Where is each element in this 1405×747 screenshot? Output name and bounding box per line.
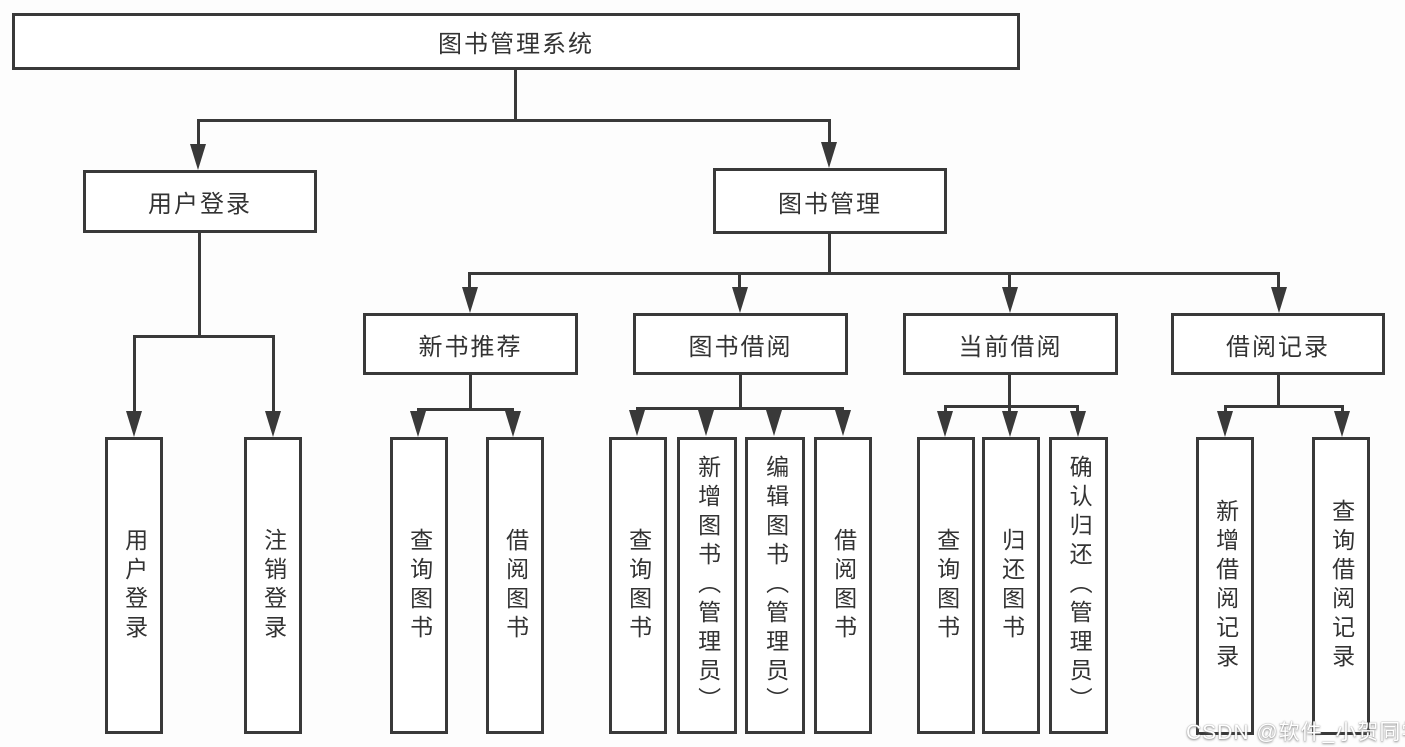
edge-level2-arrowhead xyxy=(1271,287,1287,313)
edge-leaf-arrowhead xyxy=(265,411,281,437)
leaf-borrow-book-recommend: 借阅图书 xyxy=(486,437,544,734)
leaf-logout: 注销登录 xyxy=(244,437,302,734)
edge-recommend-bar xyxy=(417,408,514,411)
node-current-borrow: 当前借阅 xyxy=(903,313,1118,375)
edge-leaf-stem xyxy=(1076,405,1079,413)
edge-current-down xyxy=(1008,375,1011,407)
edge-leaf-arrowhead xyxy=(410,411,426,437)
edge-level2-arrowhead xyxy=(732,287,748,313)
edge-level2-stem xyxy=(738,272,741,289)
leaf-label: 新增图书（管理员） xyxy=(694,455,721,716)
edge-leaf-arrowhead xyxy=(1334,411,1350,437)
leaf-label: 确认归还（管理员） xyxy=(1066,455,1093,716)
leaf-user-login: 用户登录 xyxy=(105,437,163,734)
leaf-label: 新增借阅记录 xyxy=(1212,499,1239,673)
edge-leaf-arrowhead xyxy=(126,411,142,437)
node-borrow-record: 借阅记录 xyxy=(1171,313,1385,375)
leaf-label: 查询图书 xyxy=(933,527,960,644)
edge-user-login-down xyxy=(198,233,201,337)
edge-level2-arrowhead xyxy=(462,287,478,313)
leaf-query-borrow-record: 查询借阅记录 xyxy=(1312,437,1370,735)
edge-leaf-arrowhead xyxy=(766,410,782,436)
edge-leaf-arrowhead xyxy=(937,411,953,437)
edge-level2-stem xyxy=(1277,272,1280,289)
edge-leaf-stem xyxy=(1224,405,1227,413)
leaf-label: 查询图书 xyxy=(625,527,652,644)
edge-record-down xyxy=(1277,375,1280,407)
edge-leaf-arrowhead xyxy=(505,411,521,437)
edge-borrow-down xyxy=(739,375,742,409)
edge-user-login-arrowhead xyxy=(190,144,206,170)
edge-book-mgmt-bar xyxy=(468,272,1280,275)
edge-leaf-arrowhead xyxy=(1002,411,1018,437)
edge-level2-stem xyxy=(468,272,471,289)
leaf-confirm-return-admin: 确认归还（管理员） xyxy=(1049,437,1108,734)
edge-level2-arrowhead xyxy=(1002,287,1018,313)
edge-leaf-arrowhead xyxy=(835,410,851,436)
leaf-label: 注销登录 xyxy=(260,527,287,644)
leaf-add-book-admin: 新增图书（管理员） xyxy=(677,437,737,734)
leaf-query-book-current: 查询图书 xyxy=(917,437,975,734)
edge-level2-stem xyxy=(1008,272,1011,289)
node-user-login: 用户登录 xyxy=(83,170,317,233)
edge-book-mgmt-stem xyxy=(828,119,831,145)
leaf-query-book-recommend: 查询图书 xyxy=(390,437,448,734)
edge-current-bar xyxy=(944,405,1079,408)
leaf-add-borrow-record: 新增借阅记录 xyxy=(1196,437,1254,735)
node-new-book-recommend: 新书推荐 xyxy=(363,313,578,375)
node-book-borrow: 图书借阅 xyxy=(633,313,848,375)
leaf-return-book: 归还图书 xyxy=(982,437,1040,734)
edge-leaf-stem xyxy=(944,405,947,413)
edge-leaf-stem xyxy=(272,335,275,413)
edge-leaf-arrowhead xyxy=(1070,411,1086,437)
edge-user-login-bar xyxy=(133,335,275,338)
csdn-watermark: CSDN @软件_小贺同学 xyxy=(1186,721,1405,744)
edge-borrow-bar xyxy=(636,407,844,410)
node-book-management: 图书管理 xyxy=(713,168,947,234)
leaf-label: 编辑图书（管理员） xyxy=(762,455,789,716)
edge-leaf-stem xyxy=(133,335,136,413)
leaf-borrow-book: 借阅图书 xyxy=(814,437,872,734)
leaf-label: 查询图书 xyxy=(406,527,433,644)
edge-leaf-arrowhead xyxy=(629,410,645,436)
edge-book-mgmt-arrowhead xyxy=(821,142,837,168)
edge-leaf-arrowhead xyxy=(698,410,714,436)
leaf-label: 归还图书 xyxy=(998,527,1025,644)
edge-root-bar xyxy=(197,119,831,122)
node-root: 图书管理系统 xyxy=(12,13,1020,70)
edge-leaf-arrowhead xyxy=(1217,411,1233,437)
leaf-query-book-borrow: 查询图书 xyxy=(609,437,667,734)
edge-record-bar xyxy=(1224,405,1344,408)
edge-leaf-stem xyxy=(1008,405,1011,413)
leaf-label: 借阅图书 xyxy=(830,527,857,644)
leaf-label: 查询借阅记录 xyxy=(1328,499,1355,673)
leaf-label: 用户登录 xyxy=(121,527,148,644)
leaf-edit-book-admin: 编辑图书（管理员） xyxy=(745,437,805,734)
edge-root-stem xyxy=(514,70,517,121)
edge-user-login-stem xyxy=(197,119,200,146)
leaf-label: 借阅图书 xyxy=(502,527,529,644)
edge-leaf-stem xyxy=(1341,405,1344,413)
edge-recommend-down xyxy=(469,375,472,410)
edge-book-mgmt-down xyxy=(828,234,831,274)
